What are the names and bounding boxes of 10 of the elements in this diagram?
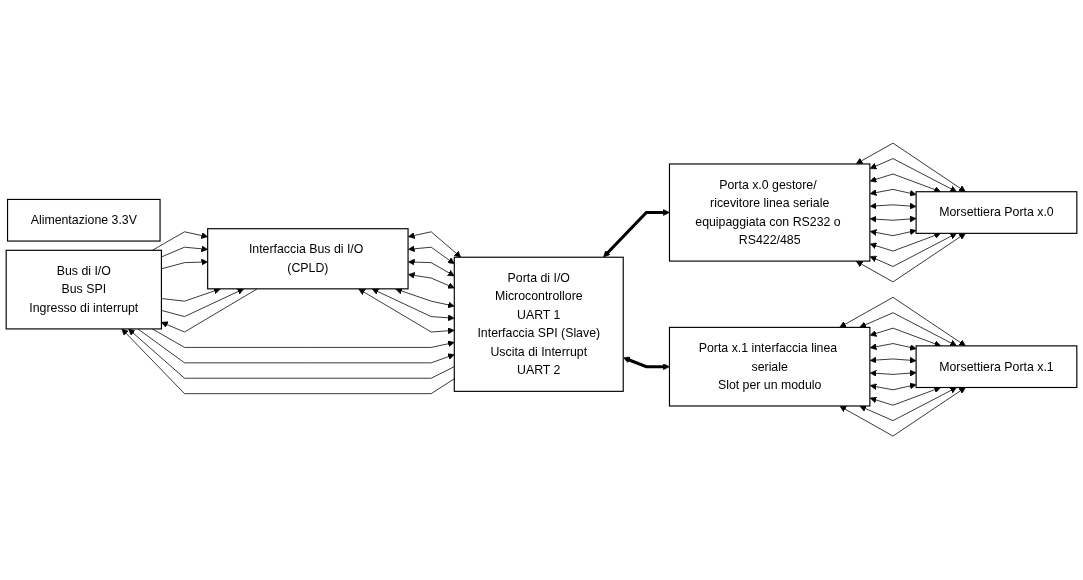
node-box: Porta di I/O Microcontrollore UART 1 Interfaccia SPI (Slave) Uscita di Interrupt UART 2 xyxy=(453,257,624,393)
node-box: Morsettiera Porta x.1 xyxy=(915,345,1078,389)
node-box: Porta x.0 gestore/ ricevitore linea seriale equipaggiata con RS232 o RS422/485 xyxy=(668,163,871,263)
node-box: Porta x.1 interfaccia linea seriale Slot per un modulo xyxy=(668,327,871,407)
arrow xyxy=(623,357,670,371)
node-box: Alimentazione 3.3V xyxy=(6,199,161,242)
node-box: Bus di I/O Bus SPI Ingresso di interrupt xyxy=(5,250,162,330)
arrow xyxy=(603,209,670,258)
node-box: Interfaccia Bus di I/O (CPLD) xyxy=(207,228,409,290)
node-box: Morsettiera Porta x.0 xyxy=(915,191,1078,235)
